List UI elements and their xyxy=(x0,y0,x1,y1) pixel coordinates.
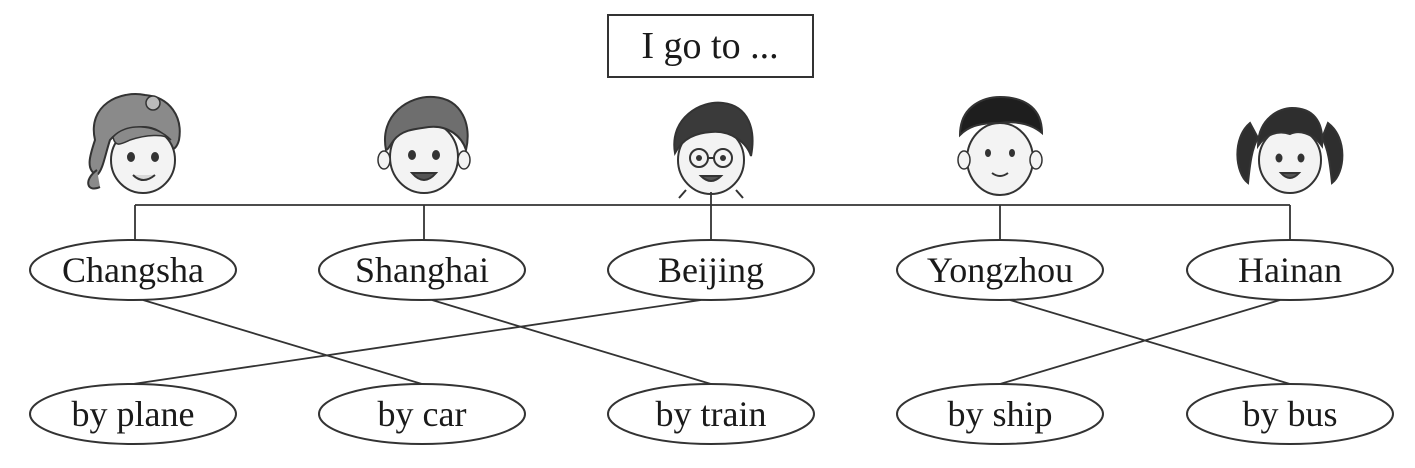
transport-oval: by train xyxy=(607,383,815,445)
children-row xyxy=(87,93,1344,199)
match-line xyxy=(999,299,1281,385)
match-lines xyxy=(132,299,1291,385)
city-oval: Changsha xyxy=(29,239,237,301)
transport-row: by plane by car by train by ship by bus xyxy=(29,383,1394,445)
city-label: Beijing xyxy=(658,250,764,290)
transport-label: by bus xyxy=(1242,394,1337,434)
transport-oval: by car xyxy=(318,383,526,445)
girl-pigtails-face-icon xyxy=(1236,106,1344,194)
city-oval: Shanghai xyxy=(318,239,526,301)
transport-label: by plane xyxy=(72,394,195,434)
match-line xyxy=(431,299,712,385)
boy-short-hair-face-icon xyxy=(957,95,1044,196)
transport-oval: by bus xyxy=(1186,383,1394,445)
transport-oval: by plane xyxy=(29,383,237,445)
title-box: I go to ... xyxy=(607,14,814,78)
city-label: Yongzhou xyxy=(927,250,1073,290)
match-line xyxy=(142,299,423,385)
city-label: Hainan xyxy=(1238,250,1342,290)
connector-tree xyxy=(134,192,1291,240)
transport-label: by car xyxy=(378,394,467,434)
city-oval: Yongzhou xyxy=(896,239,1104,301)
city-oval: Hainan xyxy=(1186,239,1394,301)
city-row: Changsha Shanghai Beijing Yongzhou Haina… xyxy=(29,239,1394,301)
city-oval: Beijing xyxy=(607,239,815,301)
transport-oval: by ship xyxy=(896,383,1104,445)
match-line xyxy=(132,299,702,385)
match-line xyxy=(1009,299,1291,385)
boy-glasses-face-icon xyxy=(673,101,754,199)
city-label: Changsha xyxy=(62,250,204,290)
boy-face-icon xyxy=(377,95,471,194)
title-text: I go to ... xyxy=(641,25,778,67)
transport-label: by ship xyxy=(947,394,1052,434)
girl-ponytail-face-icon xyxy=(87,93,181,194)
city-label: Shanghai xyxy=(355,250,489,290)
transport-label: by train xyxy=(656,394,767,434)
